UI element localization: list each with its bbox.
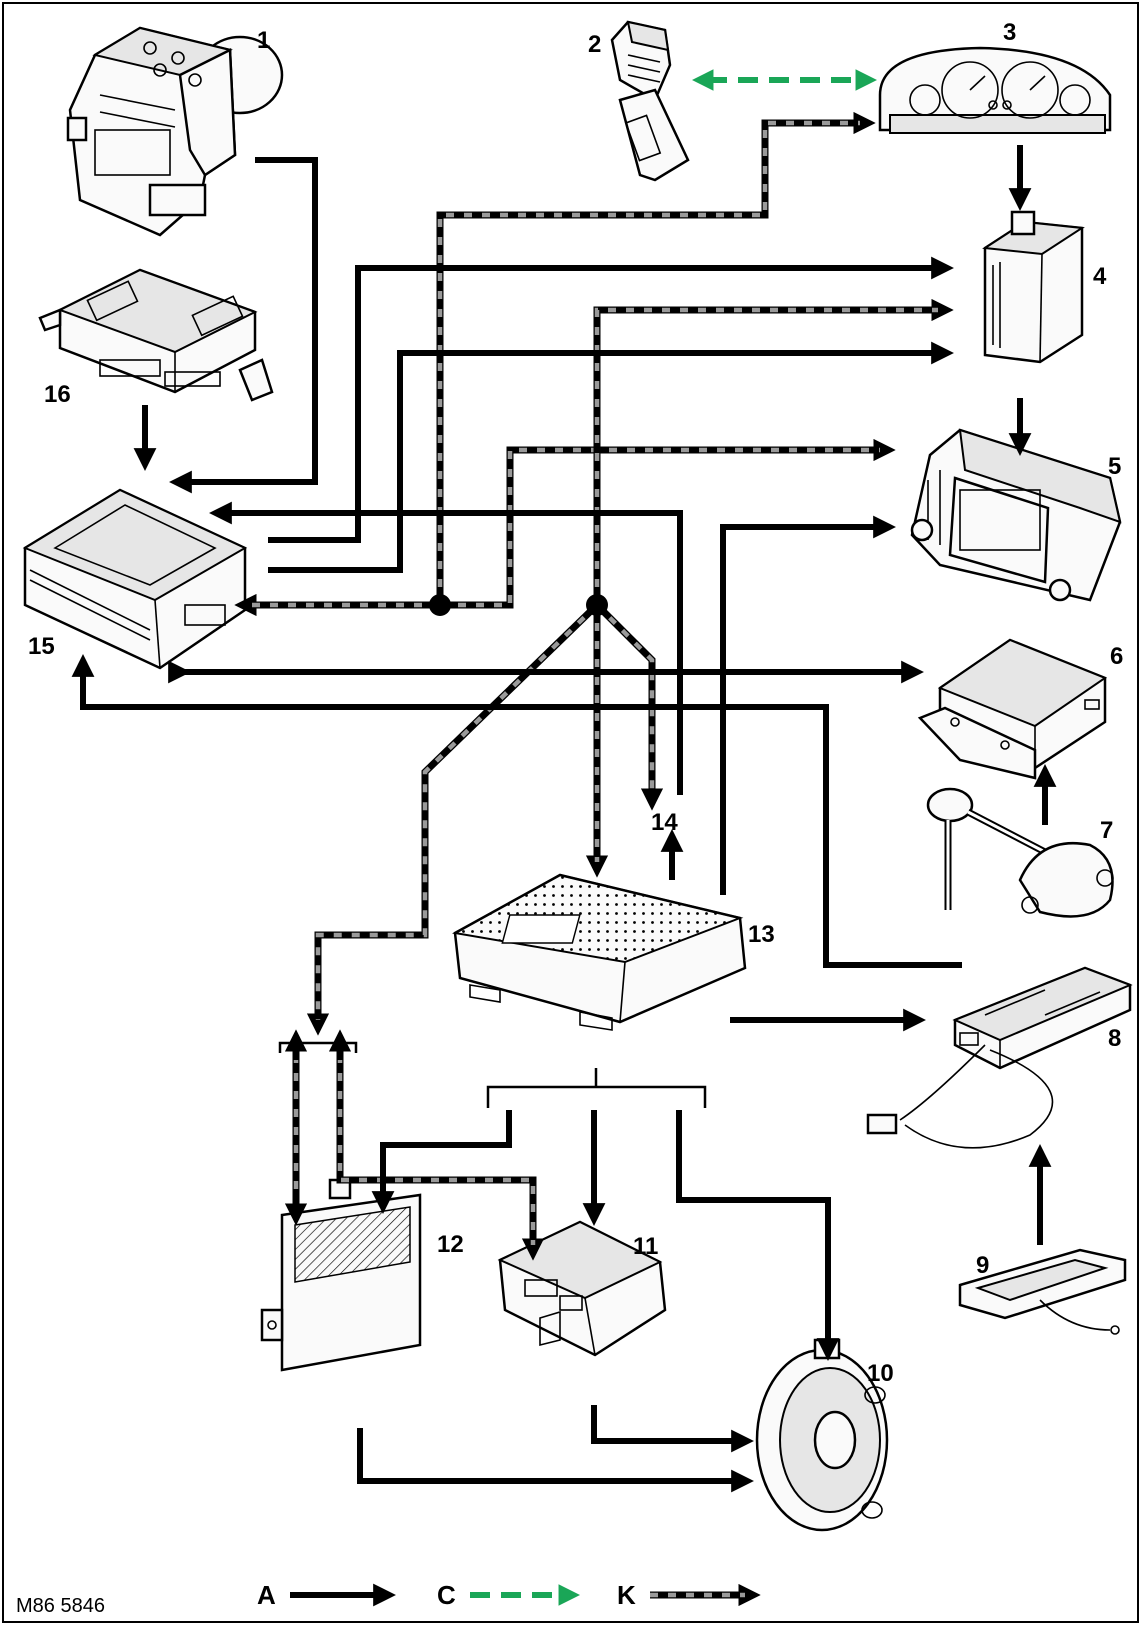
figure-code: M86 5846 [16, 1595, 105, 1617]
label-5: 5 [1108, 453, 1121, 480]
k-network-lines [250, 123, 938, 1245]
legend-key-a: A [257, 1580, 276, 1610]
component-7-antenna [928, 789, 1113, 916]
bracket-12-inputs [280, 1043, 356, 1053]
label-14: 14 [651, 809, 678, 836]
label-7: 7 [1100, 817, 1113, 844]
component-16-control-module [40, 270, 272, 400]
label-6: 6 [1110, 643, 1123, 670]
label-15: 15 [28, 633, 55, 660]
label-16: 16 [44, 381, 71, 408]
label-8: 8 [1108, 1025, 1121, 1052]
bracket-13-outputs [488, 1068, 705, 1108]
component-2-diagnostic-socket [612, 22, 688, 180]
component-4-module [985, 212, 1082, 362]
component-6-receiver-module [920, 640, 1105, 778]
legend-key-k: K [617, 1580, 636, 1610]
label-3: 3 [1003, 19, 1016, 46]
junction-dot-left [429, 594, 451, 616]
component-5-display-unit [912, 430, 1120, 600]
legend: A C K [257, 1580, 745, 1610]
component-1-abs-modulator [68, 28, 282, 235]
label-10: 10 [867, 1360, 894, 1387]
label-11: 11 [633, 1233, 658, 1260]
label-4: 4 [1093, 263, 1107, 290]
label-1: 1 [257, 27, 270, 54]
label-9: 9 [976, 1252, 989, 1279]
component-12-control-module [262, 1180, 420, 1370]
component-15-navigation-unit [25, 490, 245, 668]
component-8-telephone-module [868, 968, 1130, 1148]
legend-key-c: C [437, 1580, 456, 1610]
component-3-instrument-pack [880, 48, 1110, 133]
label-12: 12 [437, 1231, 464, 1258]
junction-dot-center [586, 594, 608, 616]
label-2: 2 [588, 31, 601, 58]
label-13: 13 [748, 921, 775, 948]
component-13-audio-unit [455, 875, 745, 1030]
